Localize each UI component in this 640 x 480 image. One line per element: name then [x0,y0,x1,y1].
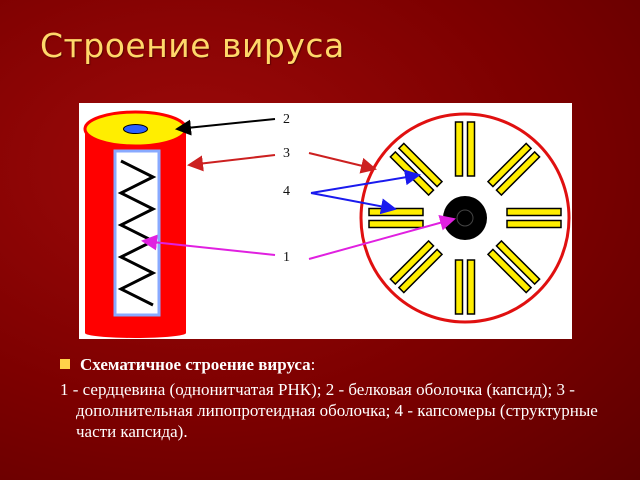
capsomer [466,259,476,315]
capsomer [368,207,424,217]
capsomer [495,239,541,286]
slide-title: Строение вируса [40,26,345,65]
diagram-svg: 2 3 4 1 [83,110,571,338]
bullet-square-icon [60,359,70,369]
caption: Схематичное строение вируса: 1 - сердцев… [60,354,620,442]
rna-helix [117,159,157,307]
capsomer [486,248,533,294]
arrow-3-right [308,152,377,174]
capsomer [397,142,444,188]
capsomer [495,150,541,197]
caption-bullet-row: Схематичное строение вируса: [60,354,620,375]
capsomer [397,248,444,294]
virus-side-view [83,110,188,338]
virus-structure-diagram: 2 3 4 1 [79,103,572,339]
arrow-3-left [187,154,276,172]
capsomer [506,219,562,229]
arrow-4-upper [310,169,421,194]
capsomer [466,121,476,177]
capsomer [389,239,435,286]
arrow-1-right [308,215,456,260]
arrow-1-left [141,234,276,256]
capsomers [368,121,562,315]
label-2: 2 [283,112,290,127]
capsomer [506,207,562,217]
caption-heading: Схематичное строение вируса [80,355,311,374]
label-1: 1 [283,250,290,265]
arrow-4-lower [310,192,397,215]
label-4: 4 [283,184,290,199]
capsomer [486,142,533,188]
caption-colon: : [310,355,316,374]
caption-legend: 1 - сердцевина (однонитчатая РНК); 2 - б… [60,380,598,441]
virus-cross-section [359,112,571,324]
core-top [123,124,148,134]
label-3: 3 [283,146,290,161]
capsomer [368,219,424,229]
capsomer [454,259,464,315]
core-section [443,196,487,240]
capsomer [454,121,464,177]
arrow-2 [175,118,276,136]
